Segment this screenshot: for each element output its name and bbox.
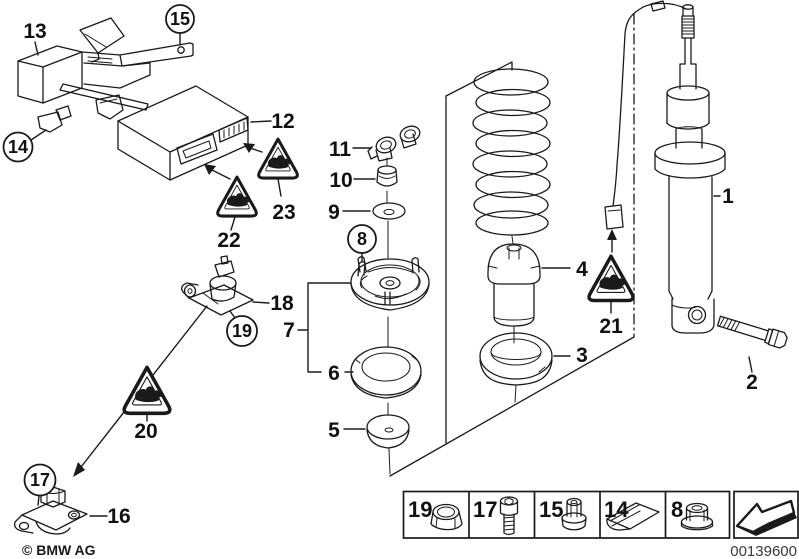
callout-14-label[interactable]: 14: [8, 137, 28, 157]
callout-11[interactable]: 11: [329, 138, 372, 161]
callout-18-label[interactable]: 18: [270, 292, 294, 315]
circled-callout-17[interactable]: 17: [23, 463, 57, 506]
callout-4[interactable]: 4: [541, 258, 588, 281]
back-arrow-button[interactable]: [733, 490, 799, 539]
callout-12-leader: [250, 120, 272, 123]
callout-2[interactable]: 2: [746, 356, 758, 394]
callout-9-label[interactable]: 9: [328, 201, 340, 224]
copyright-text: © BMW AG: [22, 542, 96, 558]
legend-item-14[interactable]: 14: [604, 497, 660, 531]
callout-1[interactable]: 1: [713, 185, 734, 208]
callout-20-label[interactable]: 20: [134, 420, 157, 443]
bolt-2-art: [716, 315, 788, 349]
callout-23-label[interactable]: 23: [272, 201, 295, 224]
shock-absorber-art: [654, 4, 726, 334]
circled-callout-19[interactable]: 19: [226, 310, 258, 347]
legend-item-17[interactable]: 17: [473, 496, 519, 536]
callout-3[interactable]: 3: [553, 344, 588, 367]
warning-triangle-22: [204, 164, 258, 231]
image-number: 00139600: [730, 543, 797, 559]
circled-callout-8[interactable]: 8: [347, 224, 377, 263]
callout-4-label[interactable]: 4: [576, 258, 588, 281]
socket-head-screw-icon: [499, 496, 519, 536]
callout-9[interactable]: 9: [328, 201, 371, 224]
circled-callout-14[interactable]: 14: [2, 129, 47, 163]
callout-10[interactable]: 10: [329, 169, 376, 192]
sensor-16-art: [14, 486, 88, 535]
legend-15-label[interactable]: 15: [539, 497, 563, 522]
callout-21-label[interactable]: 21: [599, 315, 623, 338]
flange-lock-nut-icon: [680, 502, 714, 531]
callout-5[interactable]: 5: [328, 419, 366, 442]
callout-19-label[interactable]: 19: [232, 321, 252, 341]
legend-17-label[interactable]: 17: [473, 497, 497, 522]
bump-stop-4-art: [487, 243, 541, 344]
callout-15-label[interactable]: 15: [170, 9, 190, 29]
cap-5-art: [366, 414, 410, 449]
callout-6[interactable]: 6: [328, 362, 354, 385]
sensor-18-art: [181, 255, 254, 316]
legend-8-label[interactable]: 8: [671, 497, 683, 522]
circled-callout-15[interactable]: 15: [165, 4, 195, 46]
callout-11-label[interactable]: 11: [329, 138, 352, 161]
callout-7-label[interactable]: 7: [283, 319, 295, 342]
legend-item-19[interactable]: 19: [408, 497, 463, 531]
edc-cable-art: [604, 0, 687, 253]
coil-spring-art: [472, 68, 551, 245]
warning-triangle-21: [587, 254, 635, 314]
legend-item-15[interactable]: 15: [539, 497, 587, 531]
callout-14-leader: [30, 129, 47, 141]
callout-13-label[interactable]: 13: [23, 20, 46, 43]
callout-22-label[interactable]: 22: [217, 229, 240, 252]
assembly-boundary: [389, 13, 635, 477]
warning-triangle-20: [122, 365, 172, 422]
callout-7[interactable]: 7: [283, 319, 308, 342]
ring-6-art: [350, 346, 422, 399]
callout-18[interactable]: 18: [252, 292, 294, 315]
plastic-nut-icon: [561, 497, 587, 531]
callout-2-label[interactable]: 2: [746, 371, 758, 394]
nut-10-art: [376, 165, 398, 187]
callout-1-label[interactable]: 1: [722, 185, 734, 208]
callout-12[interactable]: 12: [250, 110, 295, 133]
clamp-11-art: [367, 125, 421, 162]
support-mount-art: [350, 256, 430, 311]
sheet-metal-clip-icon: [606, 502, 660, 531]
washer-9-art: [372, 202, 406, 220]
callout-10-label[interactable]: 10: [329, 169, 352, 192]
callout-13-leader: [34, 41, 39, 56]
callout-16-label[interactable]: 16: [107, 505, 130, 528]
legend-item-8[interactable]: 8: [671, 497, 714, 531]
fastener-legend: 19 17 15: [402, 490, 731, 539]
callout-8-label[interactable]: 8: [357, 229, 367, 249]
callout-6-label[interactable]: 6: [328, 362, 340, 385]
callout-12-label[interactable]: 12: [271, 110, 294, 133]
bracket-13-art: [17, 17, 194, 133]
back-arrow-icon: [735, 499, 797, 536]
spring-pad-3-art: [479, 332, 553, 403]
callout-13[interactable]: 13: [23, 20, 47, 56]
callout-17-label[interactable]: 17: [30, 470, 50, 490]
hex-nut-icon: [430, 503, 463, 531]
mount-stack-art: [307, 125, 430, 475]
legend-19-label[interactable]: 19: [408, 497, 432, 522]
callout-3-label[interactable]: 3: [576, 344, 588, 367]
callout-16[interactable]: 16: [89, 505, 131, 528]
control-module-12-art: [117, 85, 249, 181]
callout-5-label[interactable]: 5: [328, 419, 340, 442]
warning-triangle-23: [243, 137, 299, 197]
